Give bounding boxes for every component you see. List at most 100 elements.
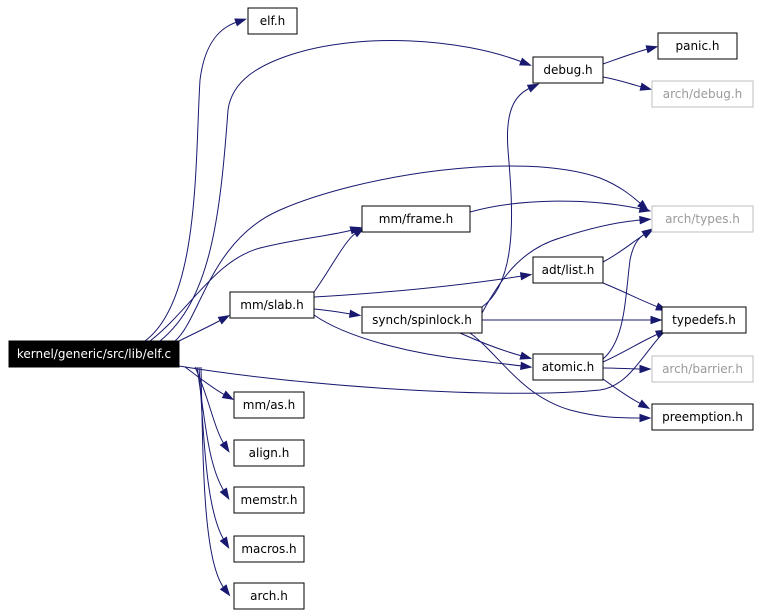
arrowhead-icon: [520, 361, 533, 371]
node-box: [532, 56, 604, 84]
edge-line: [602, 282, 659, 308]
node-root[interactable]: kernel/generic/src/lib/elf.c: [8, 340, 180, 368]
node-box: [661, 306, 747, 334]
node-box: [532, 353, 604, 381]
node-elf[interactable]: elf.h: [247, 7, 298, 35]
arrowhead-icon: [638, 204, 652, 213]
node-box: [233, 439, 305, 467]
arrowhead-icon: [639, 364, 652, 374]
arrowhead-icon: [221, 390, 235, 401]
edge-mmslab-to-mmframe: [313, 227, 365, 293]
edge-line: [198, 366, 225, 541]
node-label: elf.h: [260, 14, 286, 28]
arrowhead-icon: [352, 227, 365, 238]
edge-atomic-to-preemption: [602, 378, 651, 410]
node-label: arch/types.h: [665, 212, 740, 226]
edge-line: [469, 332, 642, 419]
edge-line: [459, 332, 523, 357]
edge-spinlock-to-debug: [481, 83, 540, 308]
edge-mmslab-to-adtlist: [313, 272, 533, 298]
edges-layer: [144, 18, 674, 597]
node-atomic[interactable]: atomic.h: [532, 353, 604, 381]
edge-adtlist-to-typedefs: [602, 282, 668, 311]
arrowhead-icon: [219, 536, 230, 550]
edge-line: [602, 233, 646, 263]
node-debug[interactable]: debug.h: [532, 56, 604, 84]
edge-line: [313, 232, 357, 293]
node-align[interactable]: align.h: [233, 439, 305, 467]
node-box: [233, 486, 305, 514]
arrowhead-icon: [519, 272, 533, 281]
node-box: [247, 7, 298, 35]
edge-line: [602, 367, 642, 370]
edge-mmslab-to-spinlock: [313, 308, 362, 318]
node-box: [657, 32, 738, 60]
arrowhead-icon: [219, 440, 230, 453]
edge-root-to-debug: [159, 40, 532, 342]
node-memstr[interactable]: memstr.h: [233, 486, 305, 514]
node-box: [651, 80, 754, 108]
node-label: memstr.h: [241, 493, 298, 507]
node-label: mm/as.h: [243, 398, 295, 412]
edge-line: [313, 275, 523, 298]
node-mmas[interactable]: mm/as.h: [233, 391, 305, 419]
edge-spinlock-to-preemption: [469, 332, 652, 423]
edge-line: [178, 319, 222, 342]
edge-line: [602, 233, 646, 360]
edge-root-to-elf: [144, 18, 247, 342]
arrowhead-icon: [519, 351, 533, 360]
edge-root-to-memstr: [196, 366, 230, 500]
node-box: [233, 582, 305, 610]
node-box: [233, 535, 305, 563]
node-typedefs[interactable]: typedefs.h: [661, 306, 747, 334]
node-label: preemption.h: [662, 410, 743, 424]
edge-line: [602, 333, 659, 363]
node-archdebug[interactable]: arch/debug.h: [651, 80, 754, 108]
edge-line: [196, 366, 225, 492]
node-box: [651, 205, 754, 233]
node-label: panic.h: [676, 39, 720, 53]
node-adtlist[interactable]: adt/list.h: [532, 256, 604, 284]
edge-line: [149, 229, 353, 342]
edge-line: [602, 76, 643, 88]
node-label: mm/frame.h: [379, 212, 453, 226]
edge-root-to-mmas: [184, 366, 235, 401]
arrowhead-icon: [348, 309, 362, 318]
node-macros[interactable]: macros.h: [233, 535, 305, 563]
edge-spinlock-to-atomic: [459, 332, 533, 360]
edge-debug-to-panic: [602, 45, 659, 65]
node-label: macros.h: [241, 542, 296, 556]
edge-root-to-macros: [198, 366, 230, 550]
edge-spinlock-to-archtypes: [481, 215, 652, 314]
node-arch[interactable]: arch.h: [233, 582, 305, 610]
node-spinlock[interactable]: synch/spinlock.h: [361, 306, 483, 334]
node-panic[interactable]: panic.h: [657, 32, 738, 60]
node-label: mm/slab.h: [240, 298, 303, 312]
arrowhead-icon: [645, 45, 659, 54]
edge-mmframe-to-archtypes: [469, 200, 652, 213]
node-mmslab[interactable]: mm/slab.h: [229, 291, 315, 319]
node-label: arch/debug.h: [663, 87, 743, 101]
edge-line: [159, 40, 523, 342]
edge-line: [481, 87, 531, 308]
node-archtypes[interactable]: arch/types.h: [651, 205, 754, 233]
node-box: [651, 355, 754, 383]
node-label: adt/list.h: [542, 263, 595, 277]
arrowhead-icon: [641, 228, 655, 239]
arrowhead-icon: [219, 584, 231, 597]
edge-line: [481, 219, 642, 314]
node-label: arch/barrier.h: [662, 362, 743, 376]
edge-root-to-align: [194, 366, 230, 453]
node-mmframe[interactable]: mm/frame.h: [361, 205, 471, 233]
node-archbarrier[interactable]: arch/barrier.h: [651, 355, 754, 383]
arrowhead-icon: [219, 487, 230, 500]
edge-root-to-arch: [200, 366, 231, 597]
arrowhead-icon: [650, 315, 663, 325]
arrowhead-icon: [519, 57, 532, 66]
node-preemption[interactable]: preemption.h: [651, 403, 754, 431]
node-box: [229, 291, 315, 319]
node-label: kernel/generic/src/lib/elf.c: [17, 347, 171, 361]
node-box: [532, 256, 604, 284]
arrowhead-icon: [526, 83, 540, 93]
